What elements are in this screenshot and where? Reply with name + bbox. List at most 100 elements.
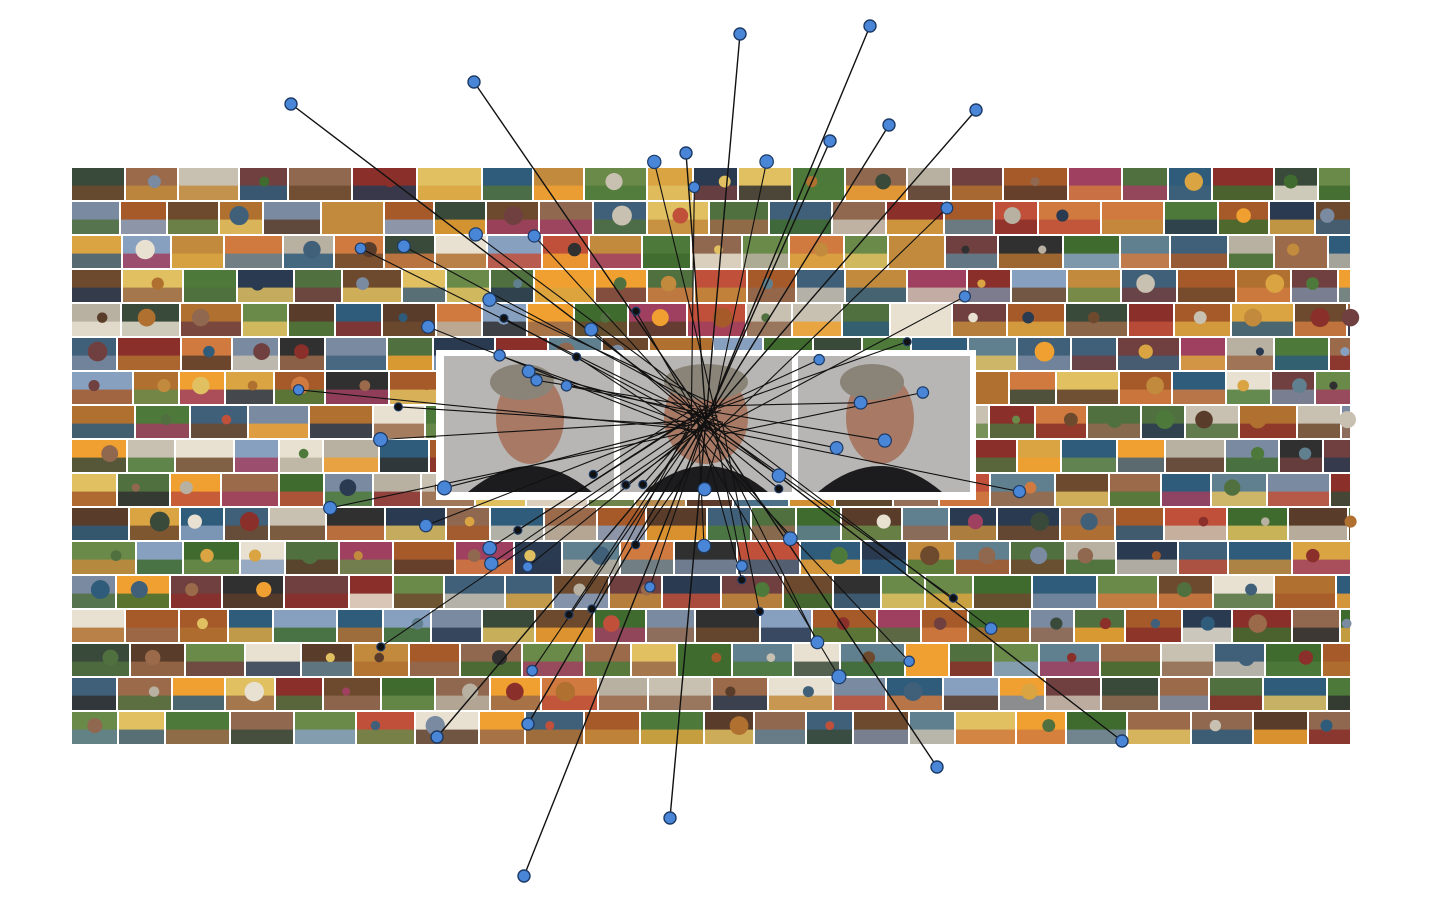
photo-tile-subject xyxy=(374,652,385,663)
photo-tile xyxy=(1175,304,1230,336)
photo-tile xyxy=(1275,576,1335,608)
photo-tile xyxy=(969,610,1029,642)
photo-tile xyxy=(134,372,178,404)
photo-tile xyxy=(182,338,231,370)
photo-tile xyxy=(854,712,908,744)
photo-tile-foreground xyxy=(72,389,132,404)
photo-tile-foreground xyxy=(1270,219,1314,234)
photo-tile xyxy=(910,712,954,744)
photo-tile xyxy=(384,610,430,642)
photo-tile-subject xyxy=(1022,311,1035,324)
photo-tile-subject xyxy=(1195,410,1213,429)
photo-tile-subject xyxy=(660,275,677,292)
photo-tile xyxy=(1142,406,1184,438)
photo-tile xyxy=(599,678,647,710)
photo-tile-foreground xyxy=(1066,559,1115,574)
photo-tile xyxy=(1010,372,1055,404)
photo-tile-subject xyxy=(875,173,891,190)
photo-tile-subject xyxy=(718,175,731,188)
photo-tile-subject xyxy=(149,511,170,532)
photo-tile xyxy=(1178,270,1235,302)
photo-tile-foreground xyxy=(1110,491,1160,506)
photo-tile xyxy=(410,644,459,676)
photo-tile-foreground xyxy=(1316,219,1350,234)
photo-tile xyxy=(1062,440,1116,472)
photo-tile xyxy=(908,542,954,574)
photo-tile-subject xyxy=(192,376,210,395)
photo-tile-subject xyxy=(545,721,555,731)
connection-line xyxy=(380,415,718,648)
photo-tile-foreground xyxy=(692,253,741,268)
photo-tile-foreground xyxy=(128,457,174,472)
connection-line xyxy=(713,161,768,411)
photo-tile xyxy=(72,270,121,302)
photo-tile-foreground xyxy=(1341,627,1350,642)
photo-tile xyxy=(231,712,293,744)
photo-tile xyxy=(906,644,948,676)
photo-tile xyxy=(1275,236,1327,268)
photo-tile xyxy=(246,644,300,676)
connection-node xyxy=(831,669,847,685)
photo-tile xyxy=(491,678,540,710)
photo-tile-foreground xyxy=(226,695,274,710)
photo-tile-foreground xyxy=(180,627,227,642)
photo-tile-foreground xyxy=(793,321,841,336)
photo-tile xyxy=(1227,372,1270,404)
photo-tile xyxy=(1072,338,1116,370)
photo-tile xyxy=(1339,270,1350,302)
photo-tile-foreground xyxy=(432,627,481,642)
photo-tile-foreground xyxy=(663,593,720,608)
connection-line xyxy=(697,420,743,580)
photo-tile xyxy=(534,168,583,200)
photo-tile-subject xyxy=(729,716,749,735)
photo-tile-subject xyxy=(370,720,381,731)
photo-tile-foreground xyxy=(1254,729,1307,744)
photo-tile-foreground xyxy=(797,287,844,302)
photo-tile-subject xyxy=(144,649,161,666)
photo-tile-foreground xyxy=(445,593,504,608)
photo-tile xyxy=(692,236,741,268)
photo-tile xyxy=(797,508,840,540)
photo-tile-foreground xyxy=(166,729,229,744)
photo-tile xyxy=(1341,304,1360,336)
photo-tile-subject xyxy=(933,617,947,630)
photo-tile-subject xyxy=(1329,381,1338,390)
photo-tile-subject xyxy=(1106,411,1123,428)
connection-line xyxy=(531,427,699,671)
photo-tile-subject xyxy=(101,445,119,463)
photo-tile xyxy=(543,236,588,268)
photo-tile xyxy=(72,168,124,200)
connection-node xyxy=(354,242,367,255)
connection-node xyxy=(903,655,915,668)
photo-tile-foreground xyxy=(1056,491,1108,506)
photo-tile xyxy=(1181,338,1225,370)
photo-tile-foreground xyxy=(1175,321,1230,336)
photo-tile xyxy=(166,712,229,744)
connection-node xyxy=(468,227,483,242)
photo-tile-subject xyxy=(1038,245,1047,254)
photo-tile-foreground xyxy=(1298,423,1340,438)
photo-tile-foreground xyxy=(384,627,430,642)
photo-tile xyxy=(1120,372,1171,404)
connection-node xyxy=(696,538,712,554)
connection-line xyxy=(490,426,691,565)
photo-tile-foreground xyxy=(833,219,885,234)
photo-tile xyxy=(971,440,1016,472)
photo-tile-foreground xyxy=(1162,661,1213,676)
connection-node xyxy=(631,306,641,316)
photo-tile-foreground xyxy=(226,389,273,404)
photo-tile-foreground xyxy=(1228,525,1287,540)
photo-tile-foreground xyxy=(535,287,594,302)
photo-tile-foreground xyxy=(990,423,1034,438)
photo-tile-foreground xyxy=(327,525,384,540)
photo-tile-foreground xyxy=(280,355,324,370)
photo-tile xyxy=(1057,372,1118,404)
photo-tile-foreground xyxy=(1289,525,1347,540)
photo-tile xyxy=(130,508,179,540)
photo-tile-foreground xyxy=(1183,627,1231,642)
photo-tile-foreground xyxy=(72,253,121,268)
photo-tile xyxy=(1165,202,1217,234)
connection-node xyxy=(782,531,798,547)
photo-tile-foreground xyxy=(1293,559,1350,574)
photo-tile-foreground xyxy=(324,695,380,710)
